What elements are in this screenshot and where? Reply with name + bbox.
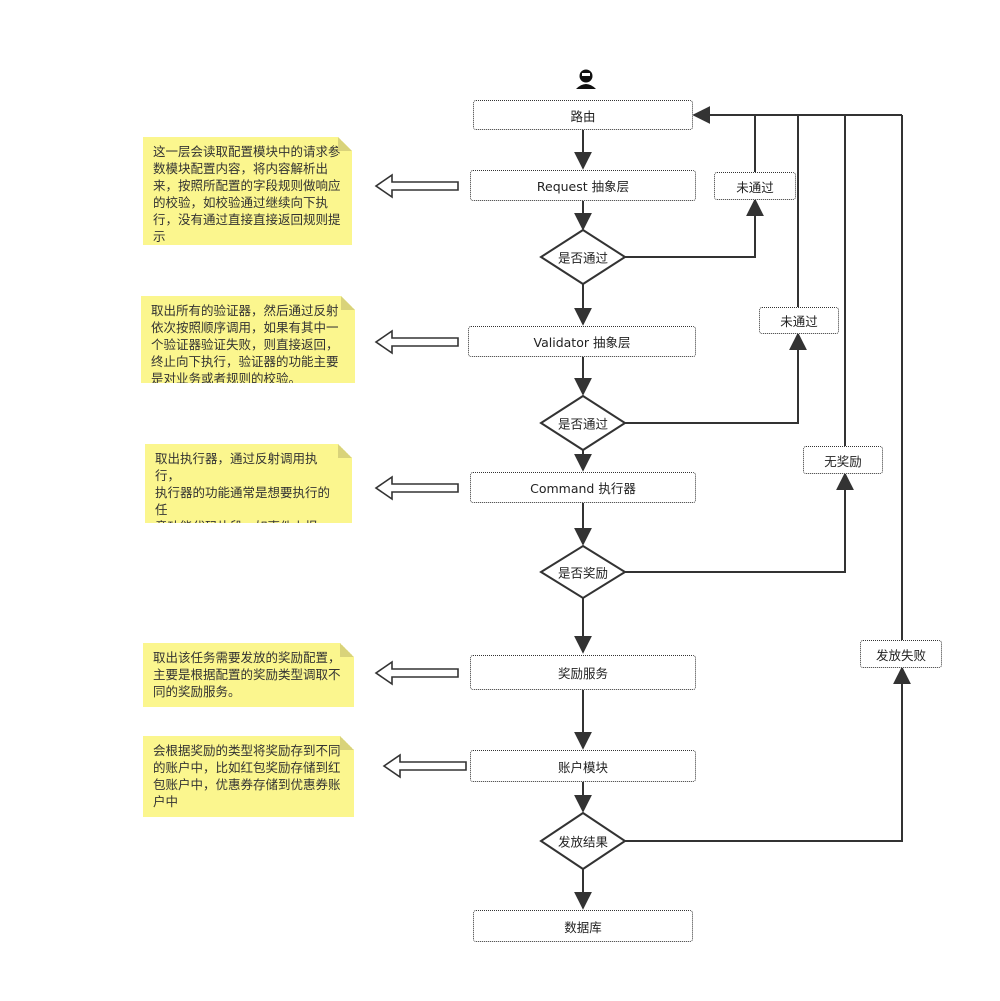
decision-has-reward: [539, 544, 627, 600]
request-layer-note: 这一层会读取配置模块中的请求参 数模块配置内容，将内容解析出 来，按照所配置的字…: [143, 137, 352, 245]
decision-passed-2: [539, 394, 627, 452]
reward-service-node: 奖励服务: [470, 655, 696, 690]
request-layer-node: Request 抽象层: [470, 170, 696, 201]
issue-failed-label: 发放失败: [860, 640, 942, 668]
database-node: 数据库: [473, 910, 693, 942]
decision-has-reward-label: 是否奖励: [557, 565, 609, 581]
decision-passed-2-label: 是否通过: [557, 416, 609, 432]
not-passed-label-2: 未通过: [759, 307, 839, 334]
no-reward-label: 无奖励: [803, 446, 883, 474]
account-module-note: 会根据奖励的类型将奖励存到不同 的账户中，比如红包奖励存储到红 包账户中，优惠券…: [143, 736, 354, 817]
reward-service-note: 取出该任务需要发放的奖励配置， 主要是根据配置的奖励类型调取不 同的奖励服务。: [143, 643, 354, 707]
account-note-arrow: [382, 753, 467, 779]
validator-layer-node: Validator 抽象层: [468, 326, 696, 357]
decision-issue-result: [539, 811, 627, 871]
decision-passed-1-label: 是否通过: [557, 250, 609, 266]
user-icon: [576, 69, 596, 89]
decision-issue-result-label: 发放结果: [557, 834, 609, 850]
validator-layer-note: 取出所有的验证器，然后通过反射 依次按照顺序调用，如果有其中一 个验证器验证失败…: [141, 296, 355, 383]
command-executor-node: Command 执行器: [470, 472, 696, 503]
validator-note-arrow: [374, 329, 459, 355]
note-pointers: [374, 173, 467, 779]
command-note-arrow: [374, 475, 459, 501]
reward-note-arrow: [374, 660, 459, 686]
decision-passed-1: [539, 228, 627, 286]
route-node: 路由: [473, 100, 693, 130]
return-paths: [625, 106, 911, 842]
command-executor-note: 取出执行器，通过反射调用执行， 执行器的功能通常是想要执行的任 意功能代码片段，…: [145, 444, 352, 523]
request-note-arrow: [374, 173, 459, 199]
not-passed-label-1: 未通过: [714, 172, 796, 200]
account-module-node: 账户模块: [470, 750, 696, 782]
